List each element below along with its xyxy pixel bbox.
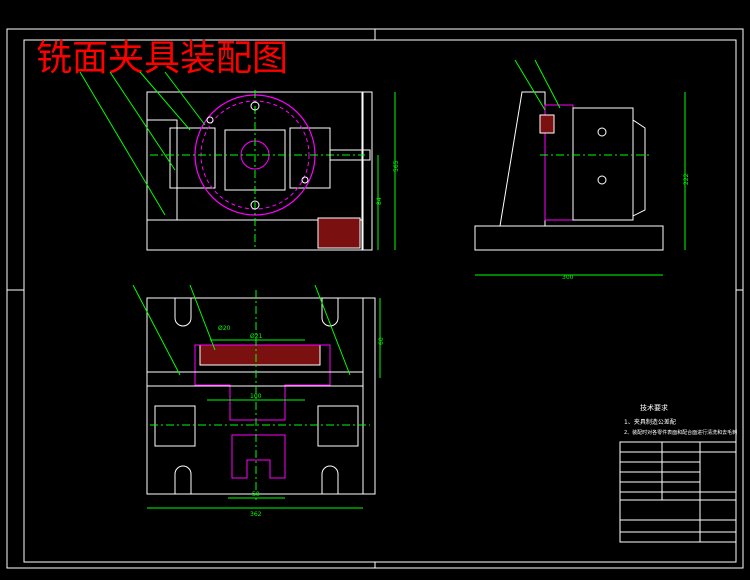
top-dim-bar: Ø21 <box>250 333 263 340</box>
sheet-inner-border <box>23 39 737 563</box>
top-view: 362 100 50 60 Ø21 Ø20 <box>132 284 385 518</box>
side-cap <box>632 119 646 217</box>
front-dim-height: 565 <box>393 160 400 172</box>
top-dim-right: 60 <box>378 337 385 345</box>
top-slot-tl <box>174 298 192 327</box>
top-leader-3 <box>314 284 351 376</box>
top-clamp-bottom <box>231 434 286 479</box>
top-dim-label: Ø20 <box>218 325 231 332</box>
title-block <box>619 441 737 543</box>
top-slot-br <box>321 465 339 494</box>
front-dim-inner: 84 <box>376 197 383 205</box>
top-dim-inner-a: 100 <box>250 393 262 400</box>
front-leader-2 <box>109 71 176 171</box>
side-view: 222 300 <box>474 59 690 281</box>
top-workpiece-bar <box>199 344 321 366</box>
side-dim-width: 300 <box>562 274 574 281</box>
side-bolt-2 <box>597 175 607 185</box>
front-leader-1 <box>79 71 166 216</box>
side-leader-1 <box>514 59 546 111</box>
front-clamp-left <box>169 127 216 189</box>
front-right-column <box>361 91 373 251</box>
top-slot-tr <box>321 298 339 327</box>
front-bolt-top <box>250 101 260 111</box>
top-rail <box>146 371 364 387</box>
front-leader-3 <box>139 71 191 131</box>
drawing-title: 铣面夹具装配图 <box>36 38 288 79</box>
top-clamp-left <box>154 405 196 447</box>
side-bolt-1 <box>597 127 607 137</box>
top-dim-width: 362 <box>250 511 262 518</box>
front-hatch-block <box>317 217 361 249</box>
front-bolt-bottom <box>250 200 260 210</box>
top-leader-1 <box>132 284 181 376</box>
side-leader-2 <box>534 59 561 109</box>
top-slot-bl <box>174 465 192 494</box>
front-view: 565 84 <box>79 71 400 251</box>
side-hatch <box>539 114 555 134</box>
tech-requirements-heading: 技术要求 <box>640 403 668 412</box>
top-dim-inner-b: 50 <box>252 491 260 498</box>
front-bolt-left <box>206 116 214 124</box>
top-fixture-outline <box>194 344 331 421</box>
top-right-strip <box>362 297 376 495</box>
tech-requirement-2: 2、装配时对各零件表面和配合面进行清洗和去毛刺 <box>624 429 737 436</box>
top-leader-2 <box>189 284 216 351</box>
front-leader-4 <box>164 71 206 126</box>
tech-requirements: 技术要求 1、夹具制造公差配 2、装配时对各零件表面和配合面进行清洗和去毛刺 <box>624 403 737 436</box>
front-bolt-right <box>301 176 309 184</box>
side-body <box>572 107 634 221</box>
side-dim-height: 222 <box>683 173 690 185</box>
tech-requirement-1: 1、夹具制造公差配 <box>624 418 676 426</box>
top-clamp-right <box>317 405 359 447</box>
side-column <box>499 91 546 227</box>
side-base <box>474 225 664 251</box>
front-screw-right <box>329 149 371 161</box>
